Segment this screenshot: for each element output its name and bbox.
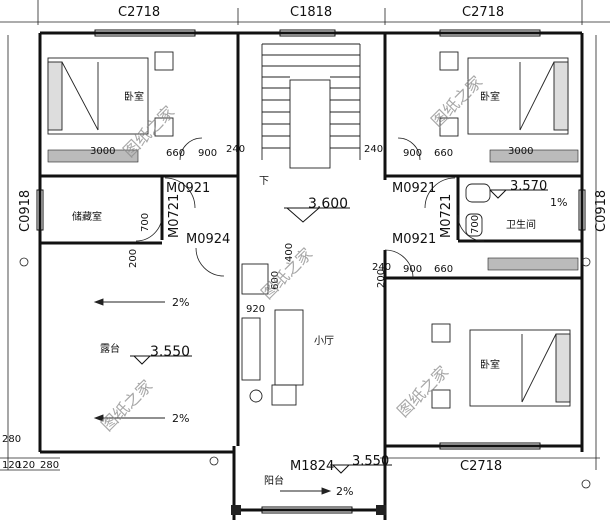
- window-label-top-right: C2718: [462, 5, 504, 20]
- dim-bath-700: 700: [470, 215, 481, 234]
- dim-br-200: 200: [376, 269, 387, 288]
- room-label-balcony: 阳台: [264, 474, 284, 487]
- door-label-hall-left: M0721: [167, 194, 182, 238]
- door-label-stair-side: M0924: [186, 232, 230, 247]
- elevation-marks: [130, 189, 548, 474]
- window-label-top-center: C1818: [290, 5, 332, 20]
- dim-hall-400: 400: [284, 243, 295, 262]
- dim-tl-3000: 3000: [90, 146, 115, 157]
- staircase: [261, 43, 361, 169]
- room-label-bathroom: 卫生间: [506, 218, 536, 231]
- hall-furniture: [241, 263, 304, 406]
- watermark-2: 图纸之家: [427, 72, 486, 131]
- slope-arrows: [93, 298, 332, 495]
- door-label-balcony: M1824: [290, 459, 334, 474]
- dim-tr-900: 900: [403, 148, 422, 159]
- door-swings: [135, 137, 485, 279]
- grid-lines: [0, 0, 610, 471]
- dim-hall-600: 600: [270, 271, 281, 290]
- dim-bl-280a: 280: [2, 434, 21, 445]
- dim-tr-3000: 3000: [508, 146, 533, 157]
- room-label-hall: 小厅: [314, 335, 334, 347]
- elevation-balcony: 3.550: [352, 454, 389, 469]
- elevation-bathroom: 3.570: [510, 179, 547, 194]
- door-label-bath-top: M0921: [392, 181, 436, 196]
- dim-storage-700: 700: [140, 213, 151, 232]
- watermark-4: 图纸之家: [97, 376, 156, 435]
- window-label-top-left: C2718: [118, 5, 160, 20]
- dim-bl-120a: 120: [2, 460, 21, 471]
- elevation-terrace: 3.550: [150, 344, 190, 360]
- window-marks: [36, 29, 586, 514]
- walls: [38, 31, 584, 520]
- room-label-stair-down: 下: [259, 176, 269, 187]
- dim-br-900: 900: [403, 264, 422, 275]
- dim-hall-920: 920: [246, 304, 265, 315]
- dim-storage-200: 200: [128, 249, 139, 268]
- wardrobes: [47, 149, 579, 271]
- dim-tr-240: 240: [364, 144, 383, 155]
- dim-tl-900: 900: [198, 148, 217, 159]
- window-label-left-upper: C0918: [18, 190, 33, 232]
- elevation-hall: 3.600: [308, 196, 348, 212]
- bed-br: [431, 323, 571, 409]
- dim-tl-660: 660: [166, 148, 185, 159]
- slope-balcony: 2%: [336, 485, 353, 498]
- door-label-bedroom-right: M0921: [392, 232, 436, 247]
- grid-bubbles: [19, 257, 591, 489]
- door-label-storage: M0921: [166, 181, 210, 196]
- bed-tr: [439, 51, 569, 137]
- room-label-storage: 储藏室: [72, 210, 102, 223]
- dim-tr-660: 660: [434, 148, 453, 159]
- dim-br-660: 660: [434, 264, 453, 275]
- balcony-post-left: [231, 505, 241, 515]
- door-label-bath-vertical: M0721: [439, 194, 454, 238]
- window-label-right-upper: C0918: [594, 190, 609, 232]
- room-label-bedroom-tl: 卧室: [124, 90, 144, 103]
- dim-bl-280b: 280: [40, 460, 59, 471]
- watermark-5: 图纸之家: [393, 362, 452, 421]
- bath-fixtures: [465, 183, 491, 237]
- room-label-terrace: 露台: [100, 342, 120, 355]
- slope-terrace-b: 2%: [172, 412, 189, 425]
- dim-tl-240: 240: [226, 144, 245, 155]
- dim-bl-120b: 120: [16, 460, 35, 471]
- balcony-post-right: [376, 505, 386, 515]
- window-label-bottom-right: C2718: [460, 459, 502, 474]
- room-label-bedroom-tr: 卧室: [480, 90, 500, 103]
- slope-terrace-a: 2%: [172, 296, 189, 309]
- room-label-bedroom-br: 卧室: [480, 358, 500, 371]
- slope-bathroom: 1%: [550, 196, 567, 209]
- dim-br-240: 240: [372, 262, 391, 273]
- bed-tl: [47, 51, 174, 137]
